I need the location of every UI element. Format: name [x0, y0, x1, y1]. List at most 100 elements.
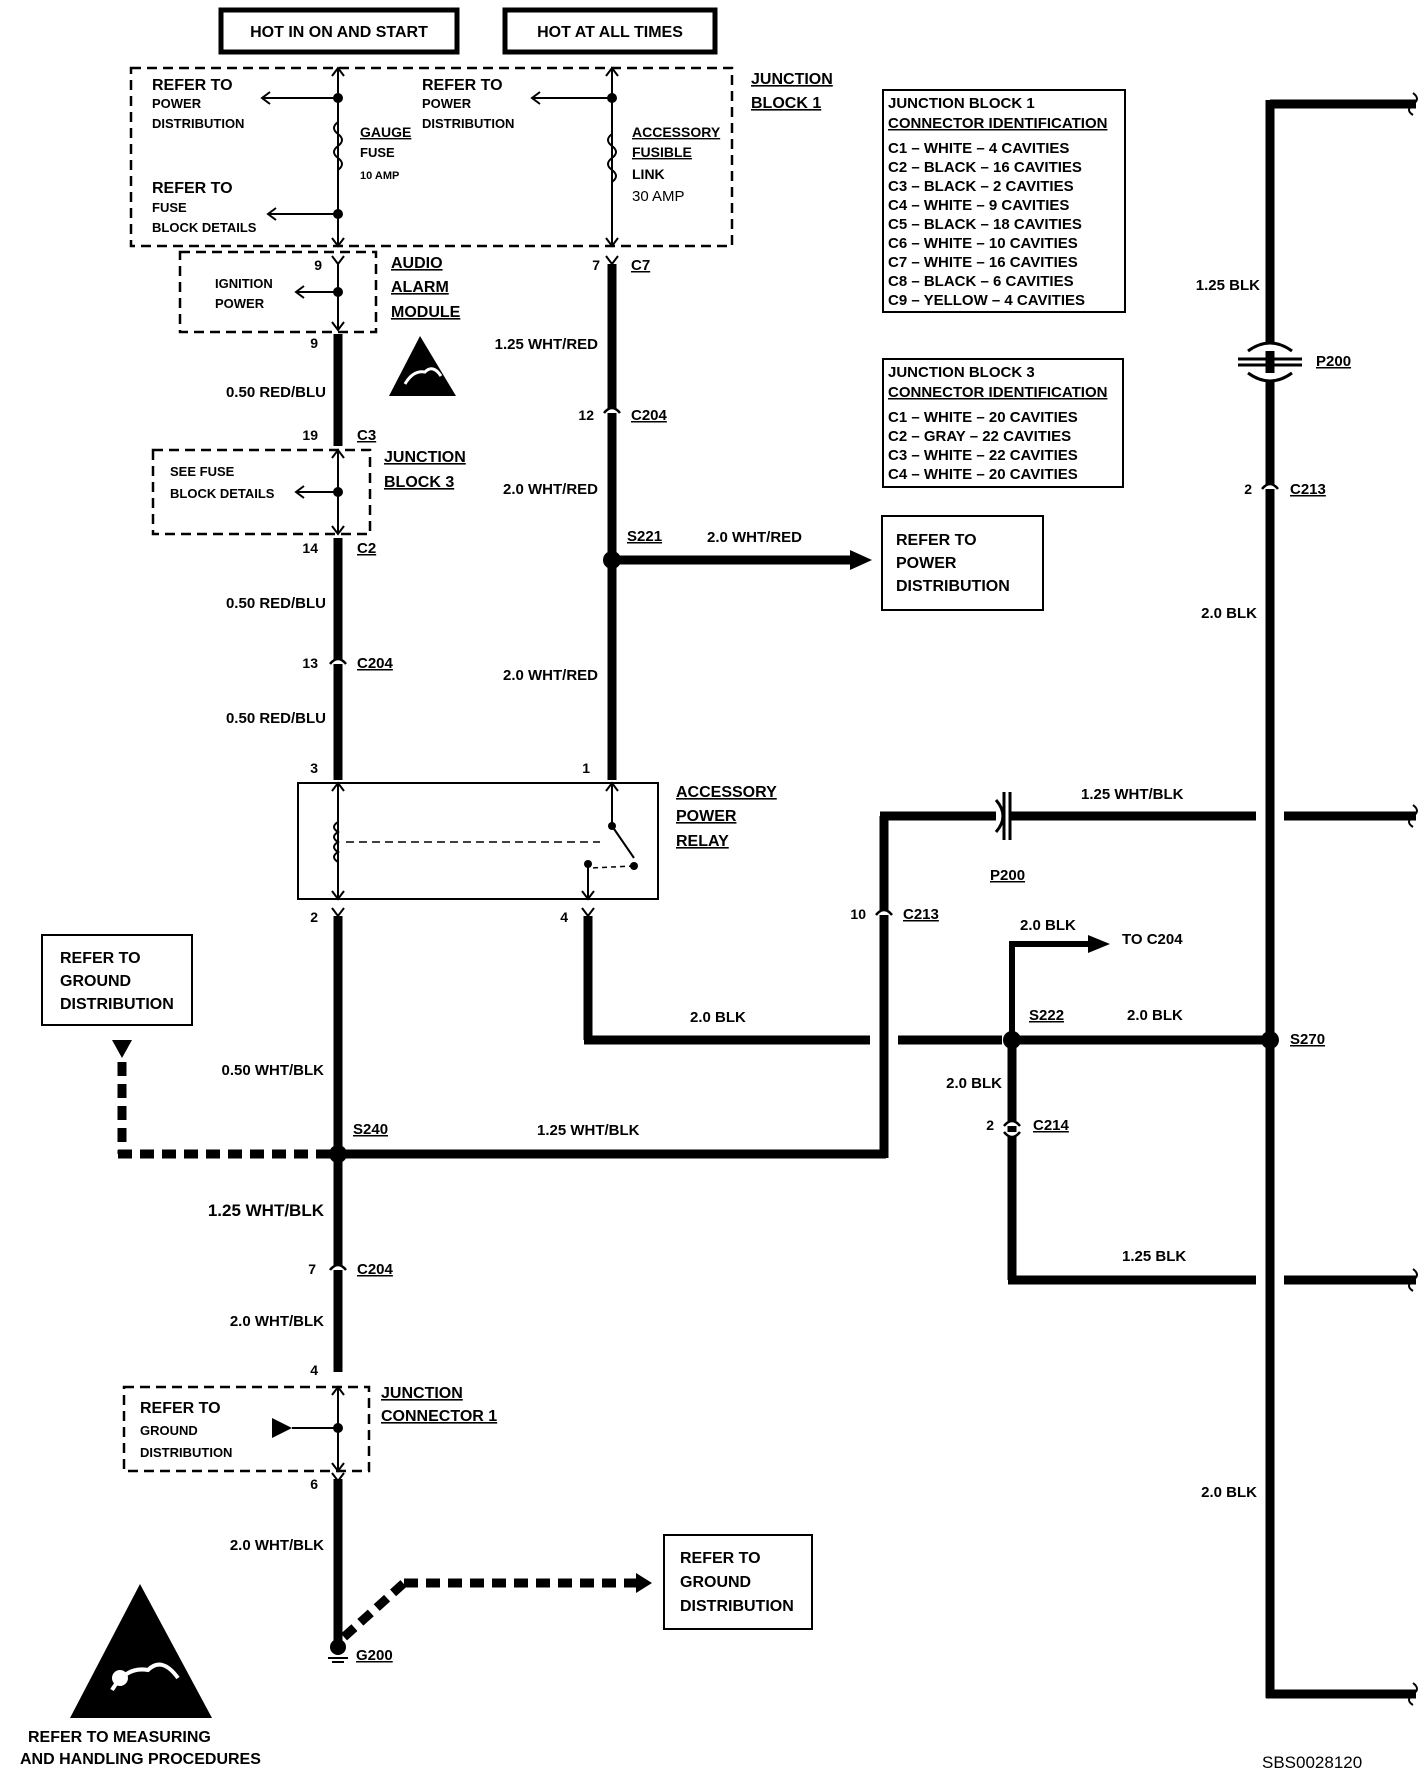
- audio-inner-2: POWER: [215, 296, 265, 311]
- jb1-table-title-2: CONNECTOR IDENTIFICATION: [888, 115, 1107, 132]
- wire-label: 1.25 WHT/RED: [495, 336, 599, 353]
- relay-label-1: ACCESSORY: [676, 784, 777, 801]
- wire-label: 0.50 WHT/BLK: [221, 1062, 324, 1079]
- refer-pd-box-3: DISTRIBUTION: [896, 578, 1010, 595]
- gauge-fuse-label-1: GAUGE: [360, 124, 411, 140]
- acc-link-label-3: LINK: [632, 166, 665, 182]
- connector-p200-horizontal: P200 1.25 WHT/BLK: [990, 786, 1418, 884]
- c204-a-pin: 12: [578, 407, 594, 423]
- wire-blk-relay: 4 2.0 BLK S222 2.0 BLK S270: [560, 907, 1325, 1049]
- jb1-table-row: C3 – BLACK – 2 CAVITIES: [888, 178, 1074, 195]
- wire-wht-blk-horizontal: 1.25 WHT/BLK 10 C213: [338, 811, 996, 1159]
- acc-link-label-1: ACCESSORY: [632, 124, 721, 140]
- connector-p200-icon: [994, 799, 1005, 833]
- wire-label: 2.0 WHT/RED: [707, 529, 802, 546]
- wire-label: 1.25 BLK: [1122, 1248, 1186, 1265]
- jb1-table-row: C5 – BLACK – 18 CAVITIES: [888, 216, 1082, 233]
- wire-label: 2.0 BLK: [1127, 1007, 1183, 1024]
- header-ignition: HOT IN ON AND START: [218, 7, 460, 55]
- refer-pd-box-1: REFER TO: [896, 532, 977, 549]
- jb1-refer-fuse-3: BLOCK DETAILS: [152, 220, 257, 235]
- esd-warning-icon: [70, 1584, 212, 1718]
- esd-warning-icon: [389, 336, 456, 396]
- refer-pd-box-2: POWER: [896, 555, 957, 572]
- connector-c213-icon: [1261, 482, 1279, 490]
- connector-c214-icon: [1003, 1119, 1021, 1127]
- relay-pin1: 1: [582, 760, 590, 776]
- audio-label-1: AUDIO: [391, 255, 443, 272]
- ground-arrow-icon: [272, 1418, 292, 1438]
- relay-label-3: RELAY: [676, 833, 729, 850]
- jb3-inner-1: SEE FUSE: [170, 464, 235, 479]
- wire-label: 2.0 BLK: [1020, 917, 1076, 934]
- junction-block-3: SEE FUSE BLOCK DETAILS JUNCTION BLOCK 3: [151, 448, 466, 536]
- audio-label-3: MODULE: [391, 304, 461, 321]
- jc1-inner-2: GROUND: [140, 1423, 198, 1438]
- connector-c204-icon: [329, 1263, 347, 1271]
- wire-label: 2.0 BLK: [1201, 605, 1257, 622]
- wire-label: 1.25 BLK: [1196, 277, 1260, 294]
- wire-wht-blk: 2 0.50 WHT/BLK S240 1.25 WHT/BLK 7 C204 …: [208, 907, 394, 1378]
- wire-red-blu: 9 0.50 RED/BLU 19 C3: [226, 334, 376, 446]
- esd-warning-large: REFER TO MEASURING AND HANDLING PROCEDUR…: [20, 1584, 261, 1768]
- ground-g200-label: G200: [356, 1647, 393, 1664]
- c7-pin: 7: [592, 257, 600, 273]
- jb3-pin-in: 19: [302, 427, 318, 443]
- splice-s221-label: S221: [627, 528, 662, 545]
- refer-gd-bottom-1: REFER TO: [680, 1550, 761, 1567]
- jb3-inner-2: BLOCK DETAILS: [170, 486, 275, 501]
- jc1-pin-out: 6: [310, 1476, 318, 1492]
- gauge-fuse-label-3: 10 AMP: [360, 170, 399, 182]
- relay-coil-icon: [333, 821, 340, 863]
- wire-label: 2.0 WHT/BLK: [230, 1313, 324, 1330]
- connector-c204-icon: [329, 657, 347, 665]
- c7-label: C7: [631, 257, 650, 274]
- wire-label: 2.0 BLK: [1201, 1484, 1257, 1501]
- jb1-table-row: C6 – WHITE – 10 CAVITIES: [888, 235, 1078, 252]
- acc-link-label-2: FUSIBLE: [632, 144, 692, 160]
- jb1-refer-pd-left-2: POWER: [152, 96, 202, 111]
- header-battery-text: HOT AT ALL TIMES: [537, 24, 683, 41]
- jb1-table-row: C8 – BLACK – 6 CAVITIES: [888, 273, 1074, 290]
- audio-label-2: ALARM: [391, 279, 449, 296]
- jb1-table-row: C7 – WHITE – 16 CAVITIES: [888, 254, 1078, 271]
- c213-a-label: C213: [903, 906, 939, 923]
- junction-connector-1: REFER TO GROUND DISTRIBUTION JUNCTION CO…: [122, 1385, 497, 1473]
- c214-label: C214: [1033, 1117, 1070, 1134]
- c213-b-pin: 2: [1244, 481, 1252, 497]
- wire-label: 2.0 WHT/RED: [503, 481, 598, 498]
- wire-blk-right-vertical: 1.25 BLK P200 2 C213 2.0 BLK 2.0 BLK: [1196, 92, 1418, 1706]
- relay-switch-icon: [611, 825, 635, 859]
- splice-s270-label: S270: [1290, 1031, 1325, 1048]
- p200-b-label: P200: [990, 867, 1025, 884]
- esd-note-2: AND HANDLING PROCEDURES: [20, 1751, 261, 1768]
- ground-arrow-icon: [112, 1040, 132, 1058]
- c213-b-label: C213: [1290, 481, 1326, 498]
- junction-block-1: JUNCTION BLOCK 1 REFER TO POWER DISTRIBU…: [129, 66, 833, 248]
- jb3-label-1: JUNCTION: [384, 449, 466, 466]
- audio-pin-in: 9: [314, 257, 322, 273]
- jb1-table-row: C2 – BLACK – 16 CAVITIES: [888, 159, 1082, 176]
- connector-id-table-jb3: JUNCTION BLOCK 3 CONNECTOR IDENTIFICATIO…: [882, 358, 1124, 488]
- wire-label: 1.25 WHT/BLK: [537, 1122, 640, 1139]
- jb3-table-title-1: JUNCTION BLOCK 3: [888, 364, 1035, 381]
- jb1-table-row: C9 – YELLOW – 4 CAVITIES: [888, 292, 1085, 309]
- relay-label-2: POWER: [676, 808, 737, 825]
- wire-label: 0.50 RED/BLU: [226, 595, 326, 612]
- audio-pin-out: 9: [310, 335, 318, 351]
- gauge-fuse-icon: [333, 121, 343, 171]
- jc1-inner-1: REFER TO: [140, 1400, 221, 1417]
- refer-gd-left-2: GROUND: [60, 973, 131, 990]
- refer-gd-left-1: REFER TO: [60, 950, 141, 967]
- connector-c213-icon: [875, 908, 893, 916]
- jb1-label-2: BLOCK 1: [751, 95, 821, 112]
- jc1-label-1: JUNCTION: [381, 1385, 463, 1402]
- header-ignition-text: HOT IN ON AND START: [250, 24, 428, 41]
- refer-ground-distribution-left: REFER TO GROUND DISTRIBUTION: [41, 934, 334, 1159]
- splice-s240-label: S240: [353, 1121, 388, 1138]
- header-battery: HOT AT ALL TIMES: [502, 7, 718, 55]
- accessory-fusible-link-icon: [607, 133, 617, 183]
- jb3-pin-out: 14: [302, 540, 318, 556]
- jb1-refer-pd-left-3: DISTRIBUTION: [152, 116, 244, 131]
